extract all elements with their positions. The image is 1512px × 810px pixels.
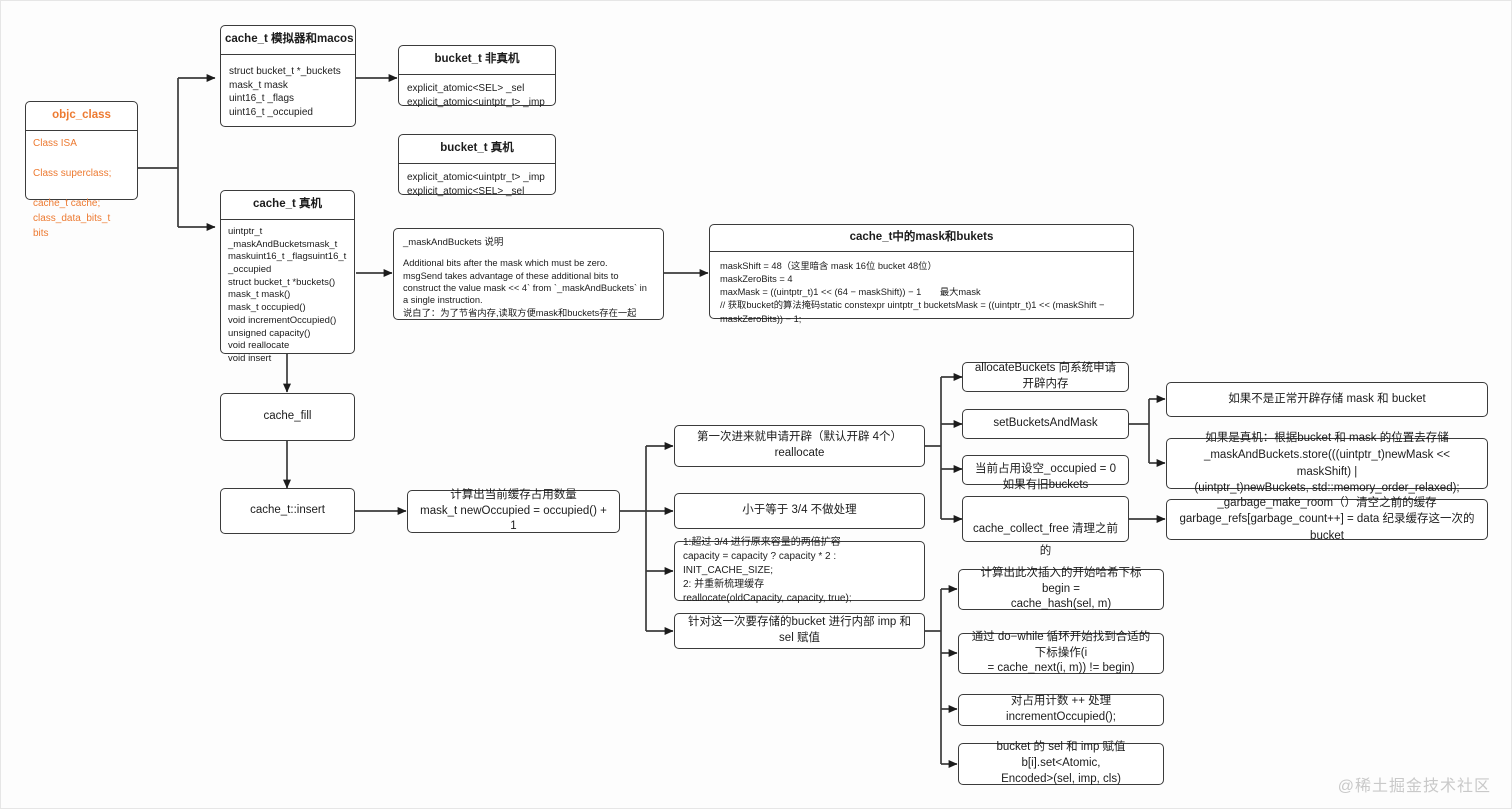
node-allocate-buckets[interactable]: allocateBuckets 向系统申请开辟内存: [962, 362, 1129, 392]
node-set-buckets-and-mask[interactable]: setBucketsAndMask: [962, 409, 1129, 439]
node-mask-and-buckets-note-body: Additional bits after the mask which mus…: [403, 258, 647, 318]
node-cache-t-real-title: cache_t 真机: [221, 191, 354, 220]
node-cache-fill[interactable]: cache_fill: [220, 393, 355, 441]
node-mask-and-buckets-note[interactable]: _maskAndBuckets 说明 Additional bits after…: [393, 228, 664, 320]
node-not-normal-store[interactable]: 如果不是正常开辟存储 mask 和 bucket: [1166, 382, 1488, 417]
node-cache-t-real-body: uintptr_t _maskAndBucketsmask_t maskuint…: [228, 225, 347, 365]
node-cache-t-real[interactable]: cache_t 真机 uintptr_t _maskAndBucketsmask…: [220, 190, 355, 364]
node-objc-class[interactable]: objc_class Class ISA Class superclass; c…: [25, 101, 138, 239]
node-cache-t-insert[interactable]: cache_t::insert: [220, 488, 355, 534]
node-bucket-t-real[interactable]: bucket_t 真机 explicit_atomic<uintptr_t> _…: [398, 134, 556, 197]
node-mask-and-buckets-note-title: _maskAndBuckets 说明: [403, 237, 504, 248]
node-less-than-three-quarters[interactable]: 小于等于 3/4 不做处理: [674, 493, 925, 529]
node-mask-and-bukets-body: maskShift = 48（这里暗含 mask 16位 bucket 48位）…: [720, 260, 1105, 324]
node-expand-capacity[interactable]: 1:超过 3/4 进行原来容量的两倍扩容 capacity = capacity…: [674, 537, 925, 604]
node-bucket-t-real-body: explicit_atomic<uintptr_t> _imp explicit…: [407, 171, 545, 197]
node-bucket-t-nonreal-body: explicit_atomic<SEL> _sel explicit_atomi…: [407, 82, 545, 108]
node-bucket-set[interactable]: bucket 的 sel 和 imp 赋值b[i].set<Atomic, En…: [958, 741, 1164, 785]
node-real-machine-store[interactable]: 如果是真机：根据bucket 和 mask 的位置去存储 _maskAndBuc…: [1166, 432, 1488, 494]
node-old-buckets[interactable]: 如果有旧buckets cache_collect_free 清理之前的: [962, 479, 1129, 557]
node-first-allocate[interactable]: 第一次进来就申请开辟（默认开辟 4个） reallocate: [674, 425, 925, 467]
node-objc-class-title: objc_class: [26, 102, 137, 131]
node-cache-t-simulator-body: struct bucket_t *_buckets mask_t mask ui…: [229, 65, 341, 119]
node-cache-t-simulator-title: cache_t 模拟器和macos: [221, 26, 355, 55]
node-assign-bucket[interactable]: 针对这一次要存储的bucket 进行内部 imp 和sel 赋值: [674, 613, 925, 649]
node-bucket-t-real-title: bucket_t 真机: [399, 135, 555, 164]
watermark: @稀土掘金技术社区: [1337, 778, 1491, 795]
node-do-while-loop[interactable]: 通过 do−while 循环开始找到合适的下标操作(i = cache_next…: [958, 631, 1164, 674]
node-garbage-make-room[interactable]: _garbage_make_room（）清空之前的缓存 garbage_refs…: [1166, 497, 1488, 542]
node-calc-occupied[interactable]: 计算出当前缓存占用数量 mask_t newOccupied = occupie…: [407, 489, 620, 533]
node-increment-occupied[interactable]: 对占用计数 ++ 处理incrementOccupied();: [958, 694, 1164, 726]
node-occupied-zero[interactable]: 当前占用设空_occupied = 0: [962, 455, 1129, 485]
node-bucket-t-nonreal-title: bucket_t 非真机: [399, 46, 555, 75]
node-bucket-t-nonreal[interactable]: bucket_t 非真机 explicit_atomic<SEL> _sel e…: [398, 45, 556, 108]
node-cache-t-simulator[interactable]: cache_t 模拟器和macos struct bucket_t *_buck…: [220, 25, 356, 127]
node-mask-and-bukets[interactable]: cache_t中的mask和bukets maskShift = 48（这里暗含…: [709, 224, 1134, 324]
node-objc-class-body: Class ISA Class superclass; cache_t cach…: [33, 137, 112, 239]
node-mask-and-bukets-title: cache_t中的mask和bukets: [710, 225, 1133, 252]
node-calc-hash-begin[interactable]: 计算出此次插入的开始哈希下标begin = cache_hash(sel, m): [958, 567, 1164, 610]
